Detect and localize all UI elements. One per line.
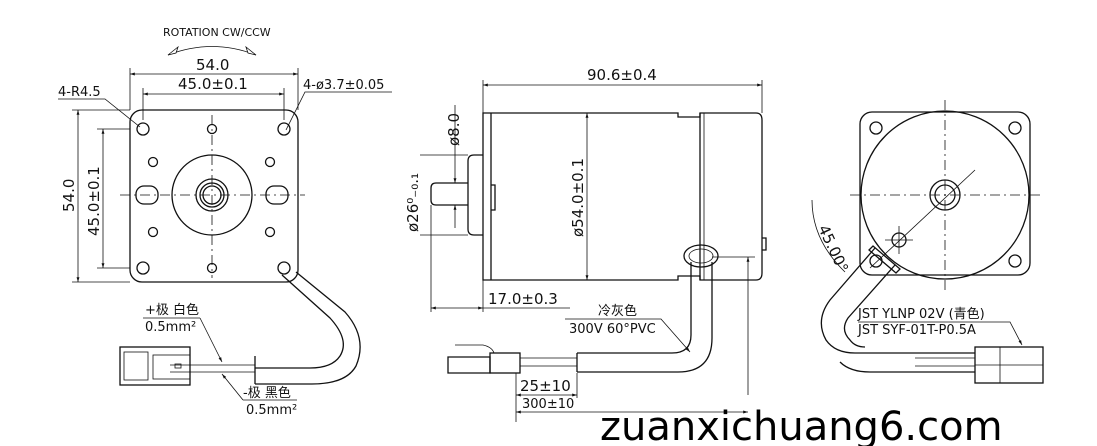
length-dim: 90.6±0.4 bbox=[587, 66, 657, 84]
rear-view: 45.00° JST YLNP 02V (青色) JST SYF-01T-P0.… bbox=[811, 100, 1044, 384]
shaft-diameter-dim: ø8.0 bbox=[445, 113, 463, 146]
strip-length-dim: 25±10 bbox=[520, 377, 571, 395]
rotation-label: ROTATION CW/CCW bbox=[163, 26, 271, 39]
flange-outline bbox=[129, 109, 299, 283]
corner-radius-label: 4-R4.5 bbox=[58, 85, 101, 100]
rotation-arrow bbox=[167, 46, 257, 56]
negative-lead-label: -极 黑色 bbox=[243, 385, 291, 401]
cable-length-dim: 300±10 bbox=[522, 397, 574, 412]
boss-diameter-dim: ø26⁰₋₀.₁ bbox=[404, 173, 422, 232]
height-holes-dim: 45.0±0.1 bbox=[85, 166, 103, 236]
watermark: zuanxichuang6.com bbox=[600, 404, 1003, 446]
positive-lead-label: +极 白色 bbox=[145, 302, 199, 318]
connector-terminal-label: JST SYF-01T-P0.5A bbox=[857, 323, 976, 338]
connector-housing-label: JST YLNP 02V (青色) bbox=[857, 306, 985, 322]
width-holes-dim: 45.0±0.1 bbox=[178, 75, 248, 93]
side-view: 90.6±0.4 ø8.0 ø26⁰₋₀.₁ ø54.0±0.1 17.0±0.… bbox=[404, 66, 767, 422]
body-diameter-dim: ø54.0±0.1 bbox=[569, 158, 587, 237]
positive-gauge-label: 0.5mm² bbox=[145, 320, 196, 335]
side-connector bbox=[489, 352, 521, 374]
motor-body bbox=[482, 112, 763, 281]
shaft-length-dim: 17.0±0.3 bbox=[488, 290, 558, 308]
hole-diameter-label: 4-ø3.7±0.05 bbox=[303, 78, 384, 93]
width-outer-dim: 54.0 bbox=[196, 56, 229, 74]
angle-dim: 45.00° bbox=[814, 222, 852, 275]
height-outer-dim: 54.0 bbox=[60, 179, 78, 212]
front-view: ROTATION CW/CCW 54.0 45.0±0.1 4-R4.5 4-ø… bbox=[58, 26, 392, 418]
cable-color-label: 冷灰色 bbox=[598, 303, 637, 319]
cable-spec-label: 300V 60°PVC bbox=[569, 322, 656, 337]
negative-gauge-label: 0.5mm² bbox=[246, 403, 297, 418]
